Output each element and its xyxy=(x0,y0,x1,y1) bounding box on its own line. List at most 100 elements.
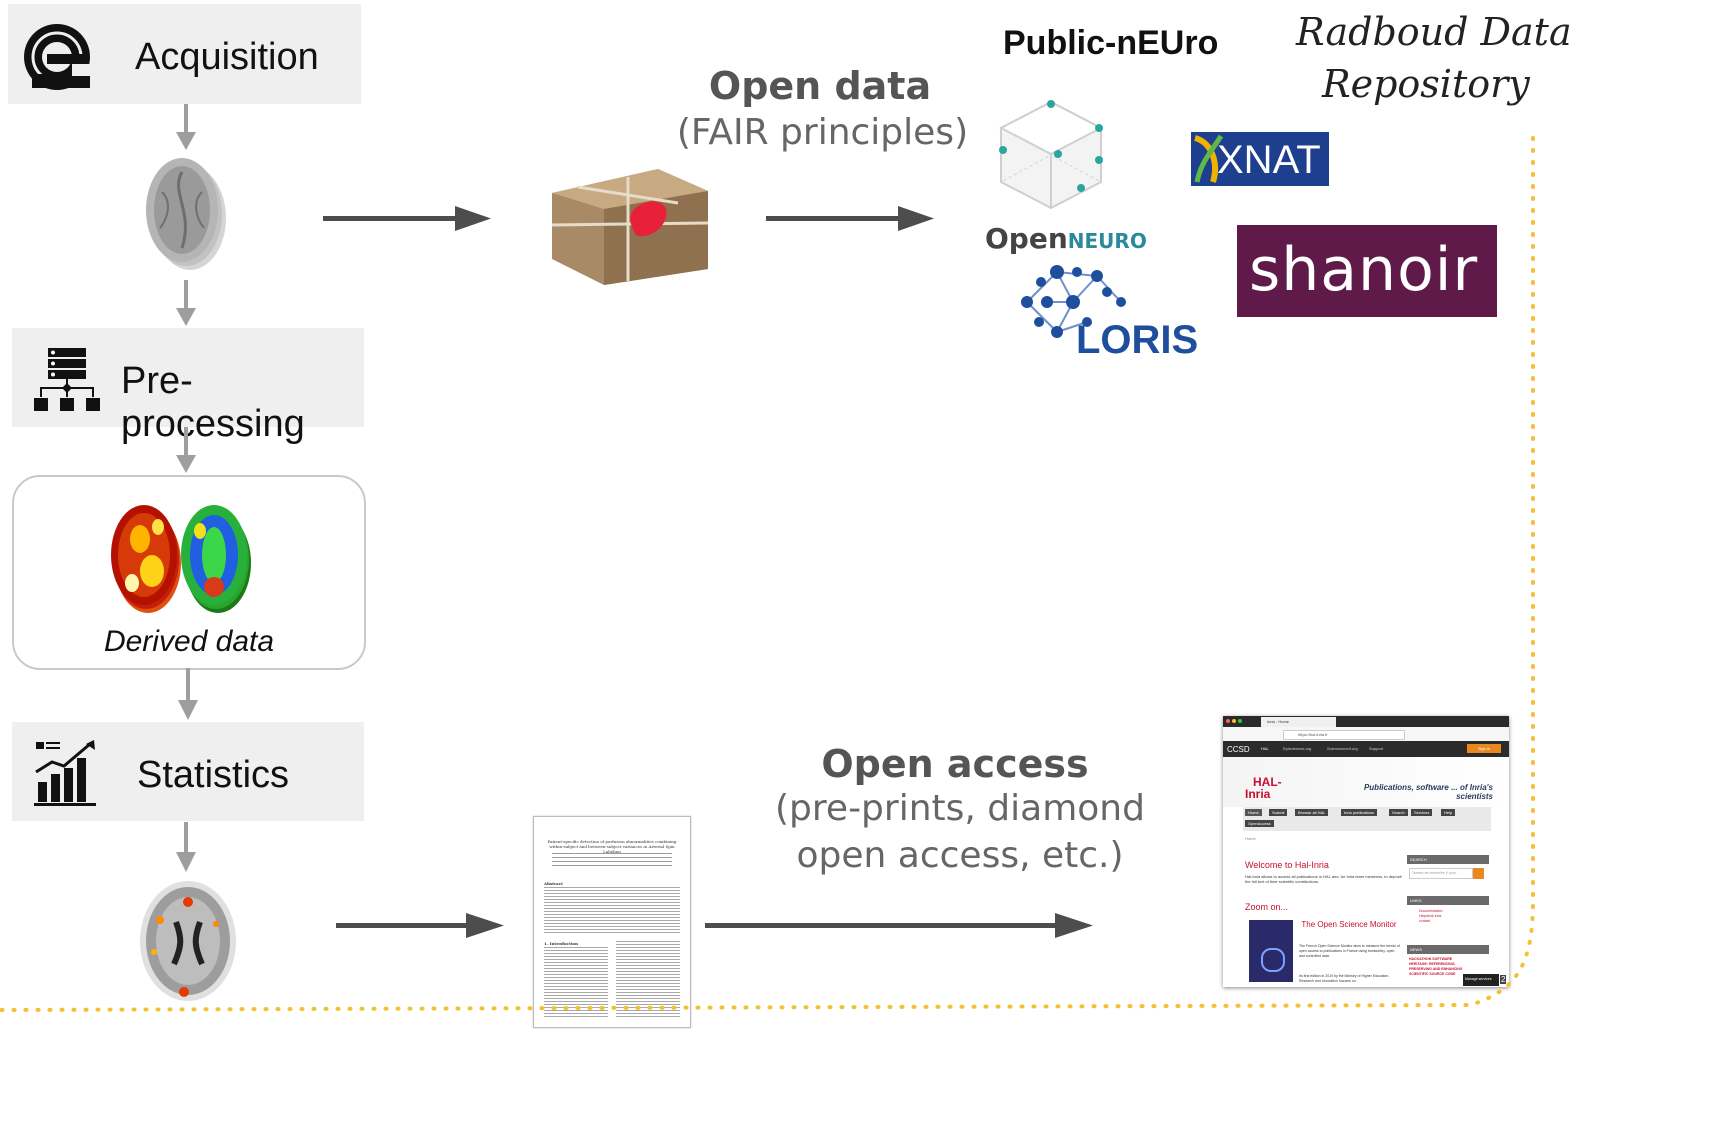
hal-zoom-heading: Zoom on... xyxy=(1245,902,1289,912)
hal-breadcrumb[interactable]: Home xyxy=(1245,836,1256,841)
shanoir-logo: shanoir xyxy=(1237,225,1497,317)
hal-logo-line2: Inria xyxy=(1245,787,1271,801)
hal-menu: Home Submit Browse all HAL Inria publica… xyxy=(1243,807,1491,831)
open-data-title: Open data xyxy=(708,64,932,108)
search-label: SEARCH xyxy=(1410,857,1427,862)
openneuro-open: Open xyxy=(985,222,1068,255)
manage-badge: 2 xyxy=(1500,975,1507,984)
news-text[interactable]: HACKATHON SOFTWARE HERITAGE: REFERENCING… xyxy=(1409,957,1463,976)
hal-nav-1[interactable]: Episciences.org xyxy=(1283,746,1312,751)
hal-banner: HAL- Inria Publications, software ... of… xyxy=(1223,757,1509,807)
search-panel: SEARCH Termes de recherche (* pour xyxy=(1407,855,1489,883)
arrow-statistics-down xyxy=(176,822,196,872)
preprocessing-box: Pre-processing xyxy=(12,328,364,445)
bar-chart-icon xyxy=(34,740,96,806)
hal-tagline: Publications, software ... of Inria's sc… xyxy=(1363,783,1493,801)
arrow-preprocessing-down xyxy=(176,427,196,473)
hal-logo-line1: HAL- xyxy=(1253,775,1282,789)
monitor-cover-image xyxy=(1249,920,1293,982)
openneuro-logo-text: OpenNEURO xyxy=(985,222,1147,255)
open-access-subtitle-1: (pre-prints, diamond xyxy=(775,788,1145,829)
monitor-title[interactable]: The Open Science Monitor xyxy=(1301,920,1397,929)
mri-scanner-icon xyxy=(24,24,90,90)
hal-welcome-text: Hal-Inria allows to access all publicati… xyxy=(1245,874,1402,884)
search-placeholder: Termes de recherche (* pour xyxy=(1412,871,1457,875)
hal-menu-inria[interactable]: Inria publications xyxy=(1341,809,1378,816)
arrow-to-package xyxy=(323,206,491,231)
mri-stack-image xyxy=(146,158,226,270)
news-panel-header: NEWS xyxy=(1407,945,1489,954)
hal-menu-submit[interactable]: Submit xyxy=(1269,809,1288,816)
statistics-label: Statistics xyxy=(137,754,290,796)
hal-welcome-heading: Welcome to Hal-Inria xyxy=(1245,860,1329,870)
manage-services-label: Manage services xyxy=(1465,977,1492,981)
arrow-to-paper xyxy=(336,913,504,938)
openneuro-neuro: NEURO xyxy=(1067,229,1147,253)
paper-intro-heading: 1. Introduction xyxy=(544,941,579,946)
shanoir-label: shanoir xyxy=(1249,235,1479,305)
search-button[interactable] xyxy=(1473,868,1484,879)
hal-topnav: CCSD HAL Episciences.org Sciencesconf.or… xyxy=(1223,741,1509,757)
hal-nav-0[interactable]: HAL xyxy=(1261,746,1269,751)
statistics-box: Statistics xyxy=(12,722,364,821)
paper-abstract-lines xyxy=(544,887,680,935)
paper-authors xyxy=(552,853,672,869)
news-label: NEWS xyxy=(1410,947,1422,952)
arrow-acquisition-down xyxy=(176,104,196,150)
hal-menu-home[interactable]: Home xyxy=(1245,809,1262,816)
url-field[interactable]: https://hal.inria.fr xyxy=(1283,730,1405,740)
link-contact[interactable]: contact xyxy=(1419,919,1431,923)
xnat-swirl-icon xyxy=(1193,134,1224,183)
acquisition-label: Acquisition xyxy=(135,36,319,78)
openneuro-cube-icon xyxy=(998,100,1104,210)
radboud-line1: Radboud Data xyxy=(1296,10,1572,54)
links-label: LINKS xyxy=(1410,898,1422,903)
arrow-mri-down xyxy=(176,280,196,326)
monitor-text: The French Open Science Monitor aims to … xyxy=(1299,944,1400,958)
radboud-line2: Repository xyxy=(1322,62,1530,106)
hal-nav-3[interactable]: Support xyxy=(1369,746,1384,751)
open-data-subtitle: (FAIR principles) xyxy=(676,112,969,153)
link-helpdesk[interactable]: Helpdesk Inria xyxy=(1419,914,1442,918)
browser-tab-label: Inria - Home xyxy=(1267,719,1290,724)
acquisition-box: Acquisition xyxy=(8,4,361,104)
paper-col-left xyxy=(544,947,608,1017)
url-text: https://hal.inria.fr xyxy=(1298,732,1328,737)
paper-title: Patient-specific detection of perfusion … xyxy=(547,839,677,854)
server-hierarchy-icon xyxy=(34,348,100,411)
search-panel-header: SEARCH xyxy=(1407,855,1489,864)
brain-scan-icon xyxy=(140,881,236,1001)
news-panel: NEWS HACKATHON SOFTWARE HERITAGE: REFERE… xyxy=(1407,945,1489,987)
monitor-text-2: Its first edition in 2019 by the Ministr… xyxy=(1299,974,1390,983)
hal-menu-help[interactable]: Help xyxy=(1441,809,1456,816)
xnat-logo: XNAT xyxy=(1191,132,1329,186)
hal-menu-services[interactable]: Services xyxy=(1411,809,1433,816)
arrow-derived-down xyxy=(178,668,198,720)
hal-screenshot: Inria - Home https://hal.inria.fr CCSD H… xyxy=(1223,716,1509,987)
derived-data-box: Derived data xyxy=(12,475,366,670)
browser-tab[interactable]: Inria - Home xyxy=(1261,717,1336,727)
xnat-label: XNAT xyxy=(1217,138,1321,182)
arrow-to-repositories xyxy=(766,206,934,231)
ccsd-brand[interactable]: CCSD xyxy=(1227,745,1250,754)
arrow-to-hal xyxy=(705,913,1093,938)
links-panel: LINKS Documentation Helpdesk Inria conta… xyxy=(1407,896,1489,930)
hal-menu-openaccess[interactable]: OpenAccess xyxy=(1245,820,1274,827)
loris-label: LORIS xyxy=(1076,318,1199,362)
preprocessing-label: Pre-processing xyxy=(121,360,305,445)
search-input[interactable]: Termes de recherche (* pour xyxy=(1409,868,1473,879)
public-neuro-label: Public-nEUro xyxy=(1003,24,1219,62)
manage-services-button[interactable]: Manage services xyxy=(1463,974,1499,986)
paper-document: Patient-specific detection of perfusion … xyxy=(533,816,691,1028)
package-icon xyxy=(551,169,709,285)
loris-network-icon xyxy=(1021,265,1126,338)
link-documentation[interactable]: Documentation xyxy=(1419,909,1443,913)
open-access-title: Open access xyxy=(821,742,1089,786)
paper-abstract-heading: Abstract xyxy=(544,881,563,886)
sign-in-button[interactable]: Sign in xyxy=(1467,744,1501,753)
hal-nav-2[interactable]: Sciencesconf.org xyxy=(1327,746,1358,751)
links-panel-header: LINKS xyxy=(1407,896,1489,905)
hal-menu-search[interactable]: Search xyxy=(1389,809,1408,816)
hal-menu-browse[interactable]: Browse all HAL xyxy=(1295,809,1329,816)
